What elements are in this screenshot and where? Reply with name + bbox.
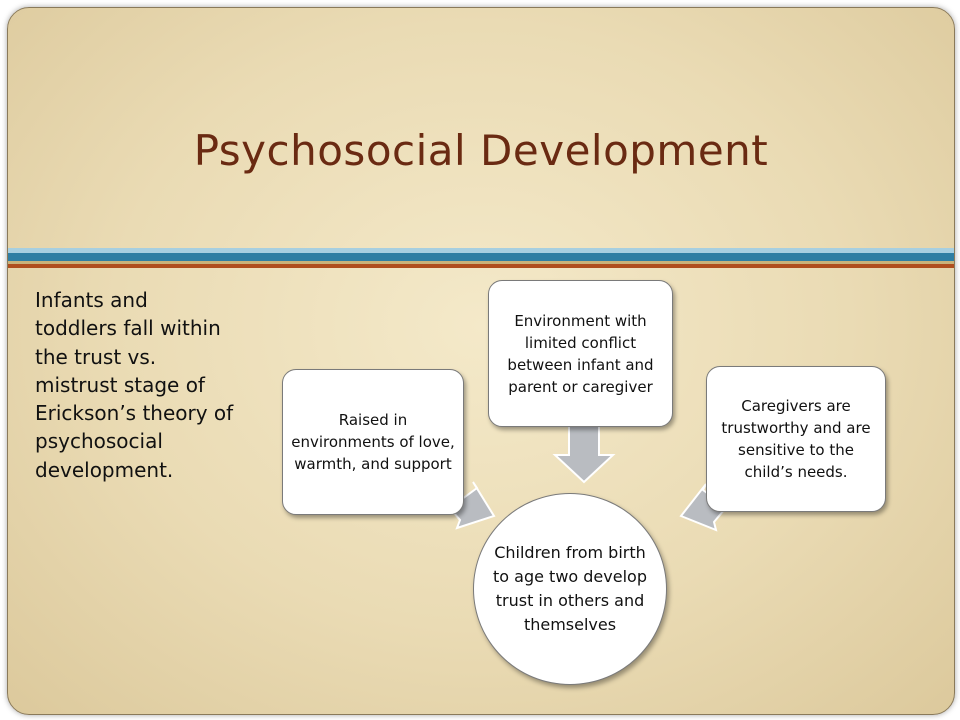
divider-stripe-tan bbox=[8, 261, 954, 264]
divider-stripe-blue bbox=[8, 253, 954, 261]
slide-title: Psychosocial Development bbox=[193, 126, 769, 175]
body-text: Infants and toddlers fall within the tru… bbox=[35, 288, 234, 482]
divider-stripe-light-blue bbox=[8, 248, 954, 253]
node-left: Raised in environments of love, warmth, … bbox=[282, 369, 464, 515]
arrow-right-to-center bbox=[679, 483, 726, 532]
diagram-arrows bbox=[446, 425, 726, 532]
divider-stripe-rust bbox=[8, 264, 954, 268]
center-node: Children from birth to age two develop t… bbox=[473, 493, 667, 685]
title-divider bbox=[8, 248, 954, 270]
arrow-top-to-center bbox=[552, 425, 616, 484]
slide: Psychosocial Development Infants and tod… bbox=[7, 7, 955, 715]
node-right: Caregivers are trustworthy and are sensi… bbox=[706, 366, 886, 512]
node-top: Environment with limited conflict betwee… bbox=[488, 280, 673, 427]
